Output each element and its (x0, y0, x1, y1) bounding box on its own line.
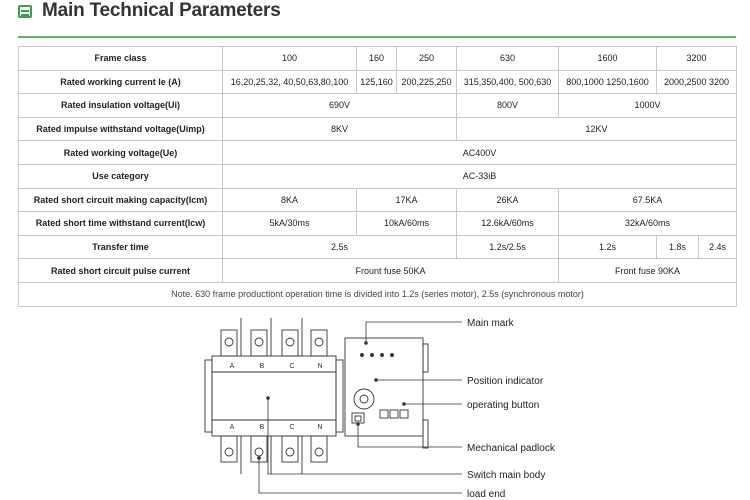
table-cell: Front fuse 90KA (558, 258, 737, 283)
header-divider (18, 36, 736, 38)
table-cell: 26KA (456, 187, 559, 213)
table-row: Frame class 100 160 250 630 1600 3200 (18, 46, 737, 71)
table-row: Rated impulse withstand voltage(Uimp) 8K… (18, 116, 737, 142)
table-note: Note. 630 frame productiont operation ti… (18, 281, 737, 307)
table-cell: 8KV (222, 116, 457, 142)
table-row: Rated short time withstand current(Icw) … (18, 211, 737, 236)
section-header: Main Technical Parameters (18, 0, 281, 22)
phase-label-bottom: A (230, 424, 235, 431)
table-cell: 2.5s (222, 234, 457, 260)
phase-label-top: N (317, 363, 322, 370)
parameters-table: Frame class 100 160 250 630 1600 3200 Ra… (18, 46, 737, 307)
table-cell: 32kA/60ms (558, 211, 737, 236)
table-cell: 1000V (558, 93, 737, 118)
table-row: Use category AC-33iB (18, 163, 737, 189)
row-label: Rated working voltage(Ue) (18, 140, 223, 165)
table-cell: 17KA (356, 187, 457, 213)
callout-leaders (257, 321, 462, 494)
callout-switch-main-body: Switch main body (467, 470, 545, 481)
row-label: Rated short circuit making capacity(Icm) (18, 187, 223, 213)
row-label: Rated impulse withstand voltage(Uimp) (18, 116, 223, 142)
table-cell: 315,350,400, 500,630 (456, 69, 559, 95)
top-terminals (220, 318, 328, 357)
row-label: Rated working current Ie (A) (18, 69, 223, 95)
table-row: Rated working current Ie (A) 16,20,25,32… (18, 69, 737, 95)
phase-label-top: C (289, 363, 294, 370)
phase-label-top: B (260, 363, 265, 370)
table-row: Note. 630 frame productiont operation ti… (18, 281, 737, 307)
table-cell: 12.6kA/60ms (456, 211, 559, 236)
table-cell: 2000,2500 3200 (656, 69, 737, 95)
phase-label-bottom: N (317, 424, 322, 431)
table-cell: 2.4s (698, 234, 737, 260)
table-row: Transfer time 2.5s 1.2s/2.5s 1.2s 1.8s 2… (18, 234, 737, 260)
table-cell: 1.8s (656, 234, 699, 260)
table-cell: 1.2s/2.5s (456, 234, 559, 260)
row-label: Frame class (18, 46, 223, 71)
table-cell: 1600 (558, 46, 657, 71)
switch-main-body (204, 355, 344, 437)
callout-operating-button: operating button (467, 400, 539, 411)
table-cell: 1.2s (558, 234, 657, 260)
row-label: Rated short time withstand current(Icw) (18, 211, 223, 236)
table-cell: 160 (356, 46, 397, 71)
table-cell: 800,1000 1250,1600 (558, 69, 657, 95)
table-row: Rated short circuit making capacity(Icm)… (18, 187, 737, 213)
table-cell: 12KV (456, 116, 737, 142)
table-row: Rated working voltage(Ue) AC400V (18, 140, 737, 165)
row-label: Rated insulation voltage(Ui) (18, 93, 223, 118)
callout-load-end: load end (467, 489, 505, 500)
row-label: Use category (18, 163, 223, 189)
row-label: Transfer time (18, 234, 223, 260)
table-cell: AC-33iB (222, 163, 737, 189)
table-cell: Frount fuse 50KA (222, 258, 559, 283)
callout-mechanical-padlock: Mechanical padlock (467, 443, 556, 454)
phase-label-bottom: B (260, 424, 265, 431)
table-cell: 5kA/30ms (222, 211, 357, 236)
bottom-terminals (220, 435, 328, 474)
row-label: Rated short circuit pulse current (18, 258, 223, 283)
table-cell: AC400V (222, 140, 737, 165)
table-cell: 16,20,25,32, 40,50,63,80,100 (222, 69, 357, 95)
callout-main-mark: Main mark (467, 318, 515, 329)
document-list-icon (18, 4, 32, 18)
table-cell: 630 (456, 46, 559, 71)
table-cell: 800V (456, 93, 559, 118)
table-row: Rated insulation voltage(Ui) 690V 800V 1… (18, 93, 737, 118)
table-cell: 250 (396, 46, 457, 71)
phase-label-bottom: C (289, 424, 294, 431)
table-cell: 8KA (222, 187, 357, 213)
table-cell: 10kA/60ms (356, 211, 457, 236)
page-title: Main Technical Parameters (42, 0, 281, 21)
table-cell: 125,160 (356, 69, 397, 95)
table-cell: 200,225,250 (396, 69, 457, 95)
table-cell: 100 (222, 46, 357, 71)
table-cell: 3200 (656, 46, 737, 71)
phase-label-top: A (230, 363, 235, 370)
table-row: Rated short circuit pulse current Frount… (18, 258, 737, 283)
table-cell: 67.5KA (558, 187, 737, 213)
control-module (344, 337, 429, 449)
callout-position-indicator: Position indicator (467, 376, 544, 387)
switch-diagram: A B C N A B C N Main mark Position indic… (204, 318, 556, 500)
table-cell: 690V (222, 93, 457, 118)
